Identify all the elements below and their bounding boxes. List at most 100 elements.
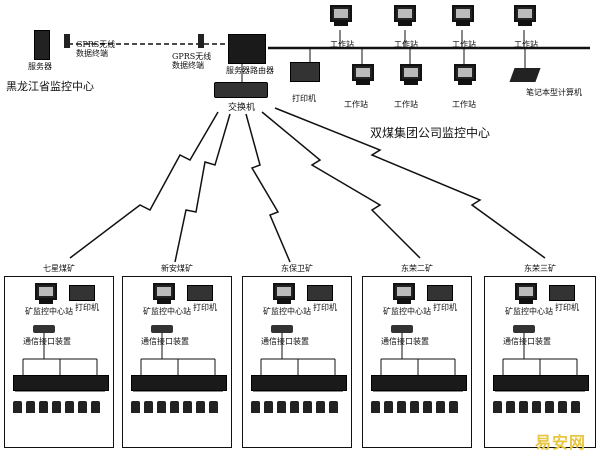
mine-printer-label: 打印机	[193, 303, 217, 312]
laptop-icon	[509, 68, 541, 82]
sensor-icon	[65, 401, 74, 413]
workstation-top-3	[450, 5, 476, 26]
sensor-icon	[131, 401, 140, 413]
mine-printer-icon	[69, 285, 95, 301]
sensor-icon	[506, 401, 515, 413]
sensor-icon	[384, 401, 393, 413]
sensor-icon	[183, 401, 192, 413]
comm-device-icon	[391, 325, 413, 333]
sensor-icon	[290, 401, 299, 413]
mine-comm-label: 通信接口装置	[503, 337, 551, 346]
mine-name: 东荣二矿	[401, 264, 433, 273]
workstation-bottom-3	[452, 64, 478, 85]
mine-printer-label: 打印机	[75, 303, 99, 312]
sensor-icon	[423, 401, 432, 413]
gprs-label-right: GPRS无线数据终端	[172, 52, 212, 70]
gprs-terminal-left-icon	[64, 34, 70, 48]
sensor-icon	[558, 401, 567, 413]
sensor-icon	[410, 401, 419, 413]
workstation-top-4	[512, 5, 538, 26]
workstation-bottom-2	[398, 64, 424, 85]
workstation-label: 工作站	[452, 40, 476, 49]
mine-printer-label: 打印机	[433, 303, 457, 312]
sensor-icon	[545, 401, 554, 413]
mine-panel: 七星煤矿 矿监控中心站 打印机 通信接口装置	[4, 264, 114, 448]
mine-center-label: 矿监控中心站	[383, 307, 431, 316]
sensor-icon	[144, 401, 153, 413]
mine-comm-label: 通信接口装置	[381, 337, 429, 346]
mine-printer-label: 打印机	[313, 303, 337, 312]
mine-comm-label: 通信接口装置	[261, 337, 309, 346]
mine-bus-lines	[133, 333, 223, 392]
sensor-icon	[532, 401, 541, 413]
mine-printer-icon	[427, 285, 453, 301]
substation-unit-icon	[371, 375, 467, 391]
printer-icon	[290, 62, 320, 82]
group-center-label: 双煤集团公司监控中心	[370, 126, 491, 140]
server-label: 服务器	[28, 62, 52, 71]
substation-unit-icon	[251, 375, 347, 391]
workstation-label: 工作站	[344, 100, 368, 109]
mine-bus-lines	[15, 333, 105, 392]
mine-panel: 东保卫矿 矿监控中心站 打印机 通信接口装置	[242, 264, 352, 448]
mine-bus-lines	[253, 333, 343, 392]
workstation-top-1	[328, 5, 354, 26]
sensor-icon	[519, 401, 528, 413]
sensor-icon	[264, 401, 273, 413]
mine-printer-icon	[187, 285, 213, 301]
mine-name: 新安煤矿	[161, 264, 193, 273]
mine-printer-label: 打印机	[555, 303, 579, 312]
mine-bus-lines	[373, 333, 463, 392]
sensor-icon	[493, 401, 502, 413]
mine-comm-label: 通信接口装置	[141, 337, 189, 346]
sensor-icon	[196, 401, 205, 413]
sensor-icon	[157, 401, 166, 413]
comm-device-icon	[513, 325, 535, 333]
workstation-label: 工作站	[452, 100, 476, 109]
sensor-icon	[571, 401, 580, 413]
sensor-icon	[170, 401, 179, 413]
sensor-icon	[303, 401, 312, 413]
sensor-icon	[39, 401, 48, 413]
mine-center-monitor-icon	[271, 283, 297, 304]
heilongjiang-center-label: 黑龙江省监控中心	[6, 80, 94, 93]
mine-printer-icon	[307, 285, 333, 301]
sensor-icon	[277, 401, 286, 413]
sensor-icon	[209, 401, 218, 413]
printer-label: 打印机	[292, 94, 316, 103]
substation-unit-icon	[493, 375, 589, 391]
mine-center-label: 矿监控中心站	[263, 307, 311, 316]
switch-icon	[214, 82, 268, 98]
substation-unit-icon	[13, 375, 109, 391]
workstation-label: 工作站	[330, 40, 354, 49]
sensor-icon	[91, 401, 100, 413]
workstation-label: 工作站	[394, 100, 418, 109]
switch-label: 交换机	[228, 103, 256, 113]
comm-device-icon	[33, 325, 55, 333]
mine-comm-label: 通信接口装置	[23, 337, 71, 346]
workstation-label: 工作站	[514, 40, 538, 49]
mine-name: 七星煤矿	[43, 264, 75, 273]
sensor-icon	[316, 401, 325, 413]
sensor-icon	[397, 401, 406, 413]
mine-center-monitor-icon	[33, 283, 59, 304]
sensor-icon	[329, 401, 338, 413]
laptop-label: 笔记本型计算机	[526, 88, 582, 97]
gprs-terminal-right-icon	[198, 34, 204, 48]
server-icon	[34, 30, 50, 60]
mine-panel: 东荣二矿 矿监控中心站 打印机 通信接口装置	[362, 264, 472, 448]
mine-panel: 新安煤矿 矿监控中心站 打印机 通信接口装置	[122, 264, 232, 448]
sensor-icon	[251, 401, 260, 413]
sensor-icon	[52, 401, 61, 413]
mine-name: 东荣三矿	[524, 264, 556, 273]
mine-printer-icon	[549, 285, 575, 301]
workstation-bottom-1	[350, 64, 376, 85]
sensor-icon	[436, 401, 445, 413]
sensor-icon	[449, 401, 458, 413]
server-router-icon	[228, 34, 266, 64]
mine-panel: 东荣三矿 矿监控中心站 打印机 通信接口装置	[484, 264, 596, 448]
mine-center-monitor-icon	[151, 283, 177, 304]
workstation-label: 工作站	[394, 40, 418, 49]
watermark: 易安网	[534, 433, 586, 452]
